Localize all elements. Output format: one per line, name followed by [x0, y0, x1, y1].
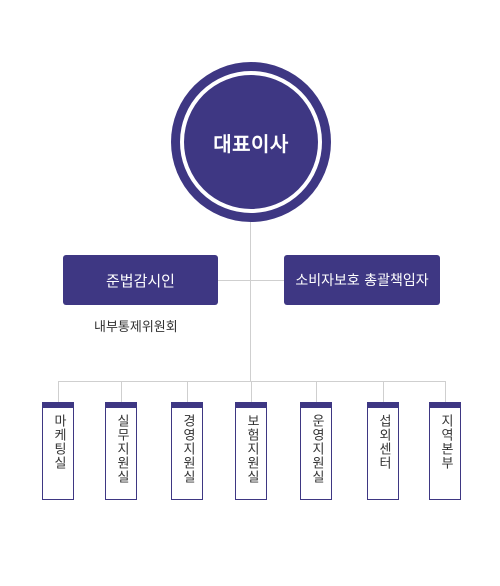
dept-drop-line [251, 381, 252, 402]
staff-horizontal-connector [218, 280, 285, 281]
compliance-officer-box: 준법감시인 [63, 255, 218, 305]
dept-drop-line [445, 381, 446, 402]
department-label: 지역본부 [438, 414, 453, 470]
department-box: 지역본부 [429, 402, 461, 500]
ceo-inner-circle: 대표이사 [180, 71, 322, 213]
ceo-label: 대표이사 [213, 131, 289, 156]
department-label: 섭외센터 [376, 414, 391, 470]
ceo-node: 대표이사 [171, 62, 331, 222]
dept-drop-line [58, 381, 59, 402]
department-box: 보험지원실 [235, 402, 267, 500]
dept-drop-line [383, 381, 384, 402]
department-label: 운영지원실 [309, 414, 324, 484]
consumer-protection-officer-label: 소비자보호 총괄책임자 [295, 273, 429, 289]
department-box: 운영지원실 [300, 402, 332, 500]
ceo-vertical-connector [250, 218, 251, 382]
department-box: 경영지원실 [171, 402, 203, 500]
dept-drop-line [316, 381, 317, 402]
department-label: 마케팅실 [51, 414, 66, 470]
dept-drop-line [121, 381, 122, 402]
internal-control-committee-label: 내부통제위원회 [94, 320, 178, 335]
department-label: 실무지원실 [114, 414, 129, 484]
department-label: 보험지원실 [244, 414, 259, 484]
compliance-officer-label: 준법감시인 [105, 271, 175, 290]
department-box: 마케팅실 [42, 402, 74, 500]
department-box: 섭외센터 [367, 402, 399, 500]
department-box: 실무지원실 [105, 402, 137, 500]
department-label: 경영지원실 [180, 414, 195, 484]
consumer-protection-officer-box: 소비자보호 총괄책임자 [284, 255, 440, 305]
dept-drop-line [187, 381, 188, 402]
